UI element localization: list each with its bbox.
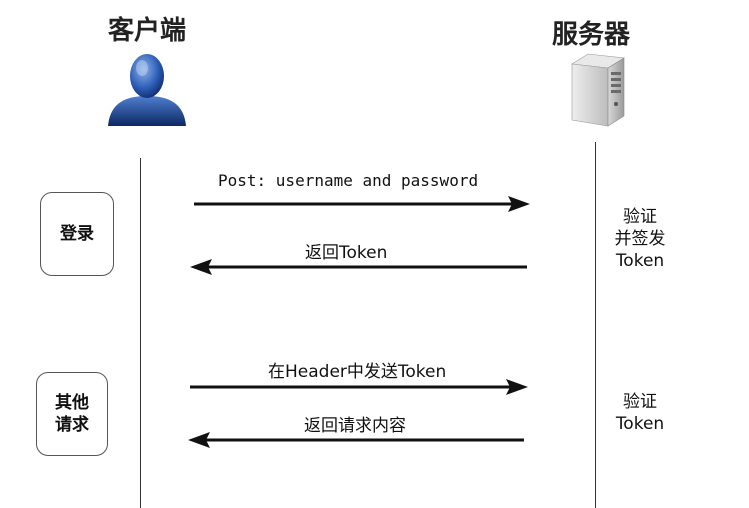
login-step-label: 登录 <box>60 224 94 244</box>
server-tower-icon <box>571 53 625 127</box>
login-step-box: 登录 <box>40 192 114 276</box>
message-return-content-label: 返回请求内容 <box>304 416 406 436</box>
server-title: 服务器 <box>552 20 631 50</box>
server-lifeline <box>595 142 596 508</box>
other-request-label-line2: 请求 <box>55 415 89 435</box>
client-title: 客户端 <box>108 16 187 46</box>
arrow-return-content <box>188 432 524 448</box>
message-post-credentials-label: Post: username and password <box>218 171 479 190</box>
other-request-step-box: 其他 请求 <box>36 372 108 456</box>
client-lifeline <box>140 158 141 508</box>
server-note-bottom-line2: Token <box>615 414 665 434</box>
server-note-verify: 验证 Token <box>610 391 670 435</box>
server-note-bottom-line1: 验证 <box>623 392 657 412</box>
message-send-token-header-label: 在Header中发送Token <box>268 362 447 382</box>
server-note-top-line3: Token <box>615 251 665 271</box>
arrow-return-token <box>190 259 527 275</box>
user-avatar-icon <box>108 54 186 126</box>
arrow-post-credentials <box>194 196 530 212</box>
arrow-send-token-header <box>190 379 528 395</box>
server-note-top-line2: 并签发 <box>614 229 666 249</box>
server-note-verify-issue: 验证 并签发 Token <box>610 206 670 272</box>
server-note-top-line1: 验证 <box>623 207 657 227</box>
message-return-token-label: 返回Token <box>305 243 388 263</box>
other-request-label-line1: 其他 <box>55 393 89 413</box>
